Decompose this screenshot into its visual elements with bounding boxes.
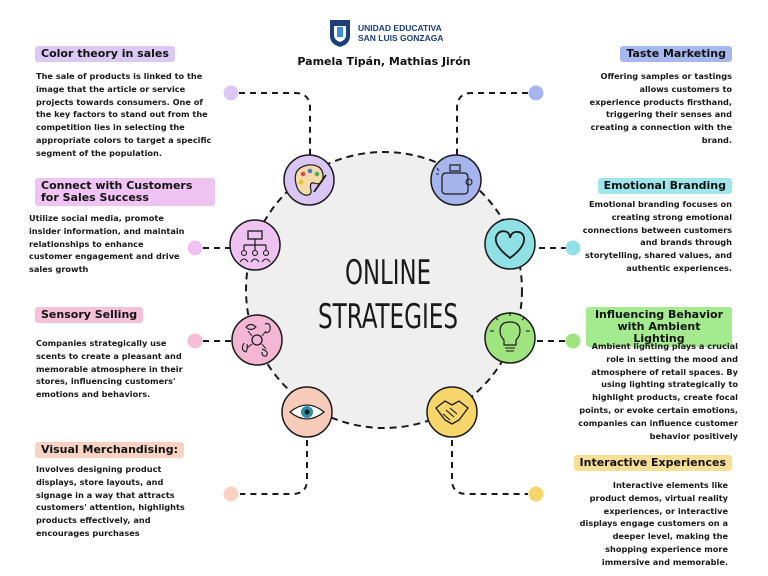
desc-customers: Utilize social media, promote insider in… — [29, 213, 185, 275]
desc-interactive: Interactive elements like product demos,… — [579, 480, 728, 567]
dot-taste — [528, 85, 544, 101]
eye-icon — [281, 386, 333, 438]
heart-icon — [484, 218, 536, 270]
connector-visual — [240, 440, 308, 495]
dot-emotional — [565, 240, 581, 256]
desc-taste: Offering samples or tastings allows cust… — [589, 71, 732, 145]
network-icon — [229, 219, 281, 271]
dot-visual — [223, 486, 239, 502]
connector-color-theory — [239, 92, 311, 160]
label-taste: Taste Marketing — [620, 46, 732, 62]
dot-sensory — [187, 333, 203, 349]
desc-emotional: Emotional branding focuses on creating s… — [582, 199, 732, 273]
senses-icon — [231, 314, 283, 366]
dot-lighting — [565, 333, 581, 349]
connector-interactive — [451, 440, 528, 495]
desc-color-theory: The sale of products is linked to the im… — [36, 71, 212, 158]
perfume-icon — [430, 154, 482, 206]
label-interactive: Interactive Experiences — [573, 455, 732, 471]
label-emotional: Emotional Branding — [597, 178, 732, 194]
org-line1: UNIDAD EDUCATIVA — [358, 23, 442, 33]
authors: Pamela Tipán, Mathias Jirón — [297, 55, 471, 68]
lightbulb-icon — [484, 312, 536, 364]
label-color-theory: Color theory in sales — [35, 46, 175, 62]
handshake-icon — [426, 386, 478, 438]
label-customers: Connect with Customers for Sales Success — [35, 178, 215, 206]
shield-icon — [330, 20, 350, 47]
center-title-line2: STRATEGIES — [318, 297, 458, 337]
desc-sensory: Companies strategically use scents to cr… — [36, 338, 183, 400]
school-logo: UNIDAD EDUCATIVA SAN LUIS GONZAGA — [328, 18, 443, 48]
center-circle — [245, 151, 523, 429]
dot-color-theory — [223, 85, 239, 101]
palette-icon — [283, 154, 335, 206]
label-lighting: Influencing Behavior with Ambient Lighti… — [586, 307, 732, 347]
desc-visual: Involves designing product displays, sto… — [36, 464, 185, 538]
dot-interactive — [528, 486, 544, 502]
label-visual: Visual Merchandising: — [35, 442, 184, 458]
connector-taste — [456, 92, 528, 160]
dot-customers — [187, 240, 203, 256]
org-line2: SAN LUIS GONZAGA — [358, 33, 444, 43]
center-title-line1: ONLINE — [345, 253, 431, 293]
label-sensory: Sensory Selling — [35, 307, 144, 323]
desc-lighting: Ambient lighting plays a crucial role in… — [578, 341, 738, 441]
